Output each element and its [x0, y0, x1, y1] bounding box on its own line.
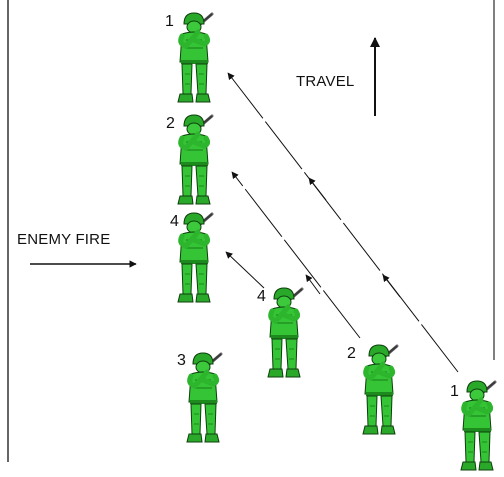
soldier-icon	[178, 115, 212, 204]
soldier-icon	[178, 13, 212, 102]
soldier-number-label: 2	[166, 115, 175, 132]
soldier-number-label: 4	[257, 288, 266, 305]
soldier-icon	[268, 288, 302, 377]
movement-arrow	[382, 274, 401, 298]
soldier-number-label: 3	[177, 352, 186, 369]
enemy-fire-label: ENEMY FIRE	[17, 231, 111, 248]
travel-label: TRAVEL	[296, 73, 355, 90]
soldier-number-label: 1	[165, 13, 174, 30]
movement-arrow	[308, 177, 327, 201]
soldier-number-label: 4	[170, 213, 179, 230]
soldier-icon	[461, 381, 495, 470]
movement-arrow	[231, 171, 361, 339]
movement-arrow	[227, 72, 459, 373]
soldier-icon	[187, 353, 221, 442]
movement-arrow	[305, 274, 321, 295]
movement-arrow	[225, 251, 265, 289]
soldier-number-label: 1	[450, 383, 459, 400]
soldier-icon	[178, 213, 212, 302]
soldier-number-label: 2	[347, 345, 356, 362]
soldier-icon	[363, 345, 397, 434]
